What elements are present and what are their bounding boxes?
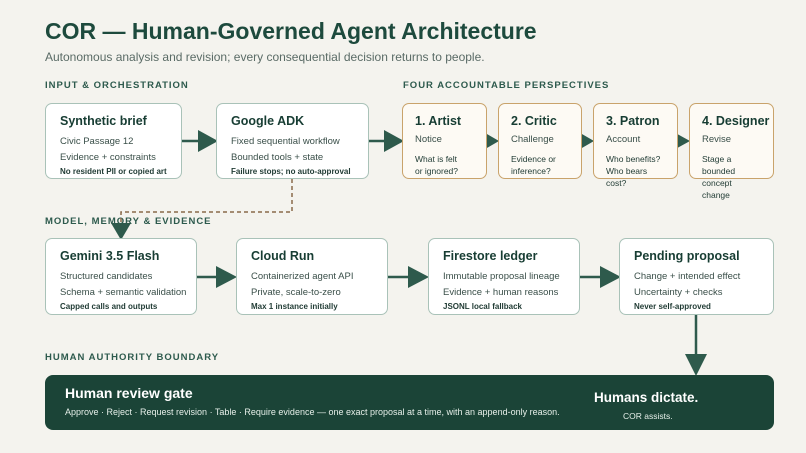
node-pending-proposal: Pending proposal Change + intended effec… — [619, 238, 774, 315]
gate-title: Human review gate — [65, 385, 193, 401]
node-gemini: Gemini 3.5 Flash Structured candidates S… — [45, 238, 197, 315]
arrow-firestore-to-pending — [579, 266, 621, 288]
human-review-gate: Human review gate Approve · Reject · Req… — [45, 375, 774, 430]
node-line: Civic Passage 12 — [60, 136, 134, 147]
node-line: Evidence + human reasons — [443, 287, 559, 298]
node-note: JSONL local fallback — [443, 302, 522, 311]
node-title: Synthetic brief — [60, 114, 147, 128]
node-note: Max 1 instance initially — [251, 302, 338, 311]
node-line: Private, scale-to-zero — [251, 287, 341, 298]
node-question: inference? — [511, 166, 551, 176]
node-title: Firestore ledger — [443, 249, 538, 263]
node-perspective-artist: 1. Artist Notice What is felt or ignored? — [402, 103, 487, 179]
node-question: Who benefits? — [606, 154, 661, 164]
gate-subtagline: COR assists. — [623, 411, 673, 421]
node-line: Account — [606, 134, 641, 145]
node-perspective-patron: 3. Patron Account Who benefits? Who bears… — [593, 103, 678, 188]
node-title: Cloud Run — [251, 249, 315, 263]
section-label-model: MODEL, MEMORY & EVIDENCE — [45, 216, 212, 227]
arrow-pending-to-gate — [685, 315, 707, 376]
node-question: Stage a bounded — [702, 154, 736, 176]
node-firestore-ledger: Firestore ledger Immutable proposal line… — [428, 238, 580, 315]
node-line: Uncertainty + checks — [634, 287, 723, 298]
node-synthetic-brief: Synthetic brief Civic Passage 12 Evidenc… — [45, 103, 182, 179]
node-note: Capped calls and outputs — [60, 302, 158, 311]
dashed-connector-adk-to-gemini — [111, 179, 293, 240]
node-cloud-run: Cloud Run Containerized agent API Privat… — [236, 238, 388, 315]
section-label-authority: HUMAN AUTHORITY BOUNDARY — [45, 352, 220, 363]
node-note: Never self-approved — [634, 302, 711, 311]
node-line: Notice — [415, 134, 442, 145]
page-title: COR — Human-Governed Agent Architecture — [45, 18, 537, 44]
node-title: 1. Artist — [415, 114, 462, 128]
node-note: No resident PII or copied art — [60, 167, 167, 176]
node-google-adk: Google ADK Fixed sequential workflow Bou… — [216, 103, 369, 179]
node-perspective-critic: 2. Critic Challenge Evidence or inference… — [498, 103, 582, 179]
node-line: Challenge — [511, 134, 554, 145]
section-label-perspectives: FOUR ACCOUNTABLE PERSPECTIVES — [403, 80, 610, 91]
node-line: Structured candidates — [60, 271, 153, 282]
node-title: 2. Critic — [511, 114, 557, 128]
node-line: Revise — [702, 134, 732, 145]
node-title: Gemini 3.5 Flash — [60, 249, 160, 263]
node-line: Schema + semantic validation — [60, 287, 187, 298]
section-label-input: INPUT & ORCHESTRATION — [45, 80, 189, 91]
node-line: Fixed sequential workflow — [231, 136, 340, 147]
gate-description: Approve · Reject · Request revision · Ta… — [65, 407, 560, 417]
gate-tagline: Humans dictate. — [594, 390, 699, 405]
node-question: or ignored? — [415, 166, 459, 176]
node-title: 3. Patron — [606, 114, 660, 128]
arrow-brief-to-adk — [181, 130, 218, 152]
node-title: 4. Designer — [702, 114, 770, 128]
page-subtitle: Autonomous analysis and revision; every … — [45, 50, 485, 64]
node-line: Immutable proposal lineage — [443, 271, 560, 282]
arrow-gemini-to-cloudrun — [196, 266, 237, 288]
node-question: concept change — [702, 178, 732, 200]
node-title: Pending proposal — [634, 249, 740, 263]
node-question: Who bears cost? — [606, 166, 648, 188]
node-line: Bounded tools + state — [231, 152, 324, 163]
node-line: Containerized agent API — [251, 271, 354, 282]
node-question: Evidence or — [511, 154, 556, 164]
node-note: Failure stops; no auto-approval — [231, 167, 351, 176]
arrow-adk-to-artist — [368, 130, 404, 152]
node-line: Evidence + constraints — [60, 152, 156, 163]
node-title: Google ADK — [231, 114, 305, 128]
node-question: What is felt — [415, 154, 458, 164]
node-line: Change + intended effect — [634, 271, 741, 282]
arrow-cloudrun-to-firestore — [387, 266, 429, 288]
